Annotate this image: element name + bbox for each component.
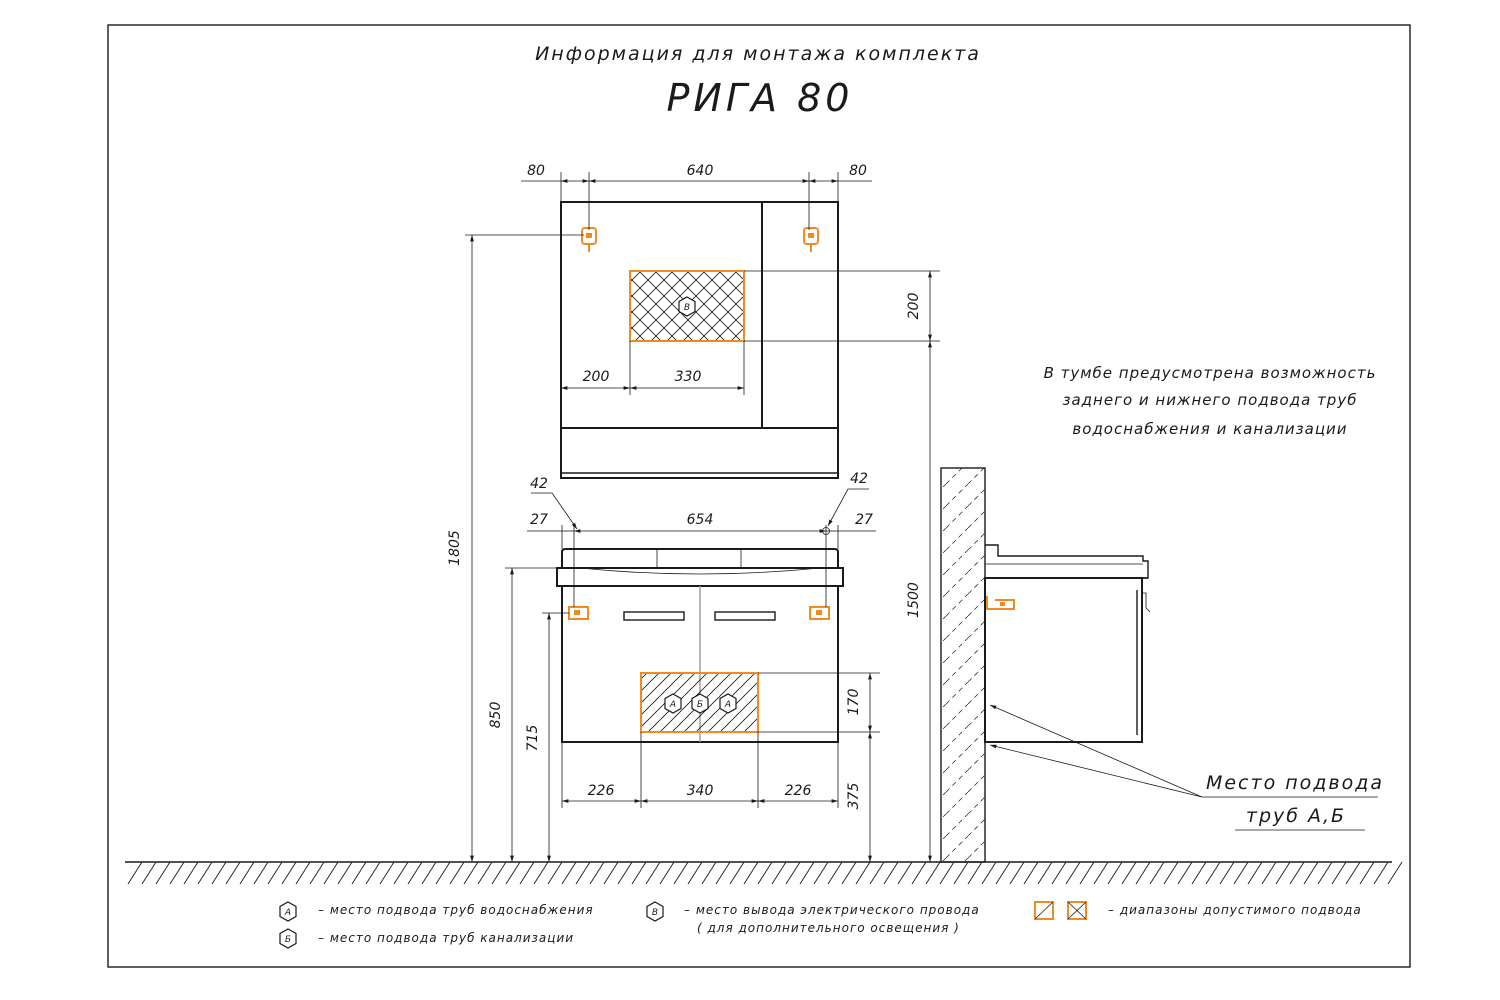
legend-text: – место подвода труб канализации <box>318 931 574 945</box>
legend-text: – диапазоны допустимого подвода <box>1108 903 1362 917</box>
vanity-side-view <box>984 544 1151 743</box>
mirror-cabinet <box>560 201 839 479</box>
drawer-handle-left <box>623 611 685 621</box>
vanity-bracket-left-icon <box>568 606 589 620</box>
dim-label: 27 <box>855 512 873 528</box>
vanity-bracket-right-icon <box>809 606 830 620</box>
dim-label: 340 <box>687 783 714 799</box>
svg-text:А: А <box>284 908 291 918</box>
legend-v-icon: В <box>646 901 664 922</box>
dim-label: 654 <box>687 512 714 528</box>
dim-label: 200 <box>906 293 922 320</box>
dim-mirror-top <box>521 172 872 230</box>
dim-label: 226 <box>588 783 615 799</box>
dim-label: 80 <box>849 163 867 179</box>
drawer-handle-right <box>714 611 776 621</box>
floor-line <box>125 861 1403 885</box>
note-line: водоснабжения и канализации <box>1072 420 1347 438</box>
dim-label: 200 <box>583 369 610 385</box>
callout-text: труб А,Б <box>1246 805 1346 827</box>
dim-label: 375 <box>846 783 862 810</box>
dim-label: 226 <box>785 783 812 799</box>
note-line: заднего и нижнего подвода труб <box>1063 391 1358 409</box>
legend-text: ( для дополнительного освещения ) <box>697 921 960 935</box>
side-bracket-icon <box>986 596 1015 610</box>
legend-text: – место подвода труб водоснабжения <box>318 903 594 917</box>
marker-v-icon: В <box>678 296 696 317</box>
dim-mirror-zone <box>561 341 745 395</box>
callout-leaders <box>989 704 1378 831</box>
legend-range-diag-icon <box>1034 901 1054 920</box>
note-line: В тумбе предусмотрена возможность <box>1044 364 1377 382</box>
dim-label: 1500 <box>906 582 922 618</box>
dim-label: 640 <box>687 163 714 179</box>
dim-label: 715 <box>525 725 541 752</box>
mirror-bracket-left-icon <box>581 227 597 252</box>
dim-label: 330 <box>675 369 702 385</box>
dim-mirror-zone-height <box>744 270 940 342</box>
dim-label: 27 <box>530 512 548 528</box>
dim-label: 42 <box>850 471 868 487</box>
dim-zone-170-375 <box>758 672 880 862</box>
legend-range-cross-icon <box>1067 901 1087 920</box>
dim-vanity-top <box>527 488 876 607</box>
dim-height-850 <box>505 567 557 862</box>
subtitle: Информация для монтажа комплекта <box>535 43 981 65</box>
wall-section <box>941 468 985 862</box>
legend-b-icon: Б <box>279 928 297 949</box>
dim-height-715 <box>542 612 569 862</box>
legend-a-icon: А <box>279 901 297 922</box>
legend-text: – место вывода электрического провода <box>684 903 980 917</box>
svg-text:А: А <box>669 700 676 710</box>
svg-text:В: В <box>652 908 658 918</box>
drawing-frame <box>107 24 1411 968</box>
dim-label: 42 <box>530 476 548 492</box>
dim-label: 80 <box>527 163 545 179</box>
dim-label: 850 <box>488 702 504 729</box>
mirror-bracket-right-icon <box>803 227 819 252</box>
marker-a-icon: А <box>664 693 682 714</box>
svg-text:В: В <box>684 303 690 313</box>
marker-b-icon: Б <box>691 693 709 714</box>
svg-text:Б: Б <box>697 700 703 710</box>
page-title: РИГА 80 <box>667 76 854 120</box>
dim-label: 1805 <box>447 530 463 566</box>
dim-label: 170 <box>846 689 862 716</box>
dim-vanity-bottom <box>561 732 839 808</box>
dim-height-1805 <box>465 234 584 862</box>
marker-a-icon: А <box>719 693 737 714</box>
svg-text:Б: Б <box>285 935 291 945</box>
svg-text:А: А <box>724 700 731 710</box>
vanity-sink <box>556 548 844 587</box>
callout-text: Место подвода <box>1206 772 1384 794</box>
